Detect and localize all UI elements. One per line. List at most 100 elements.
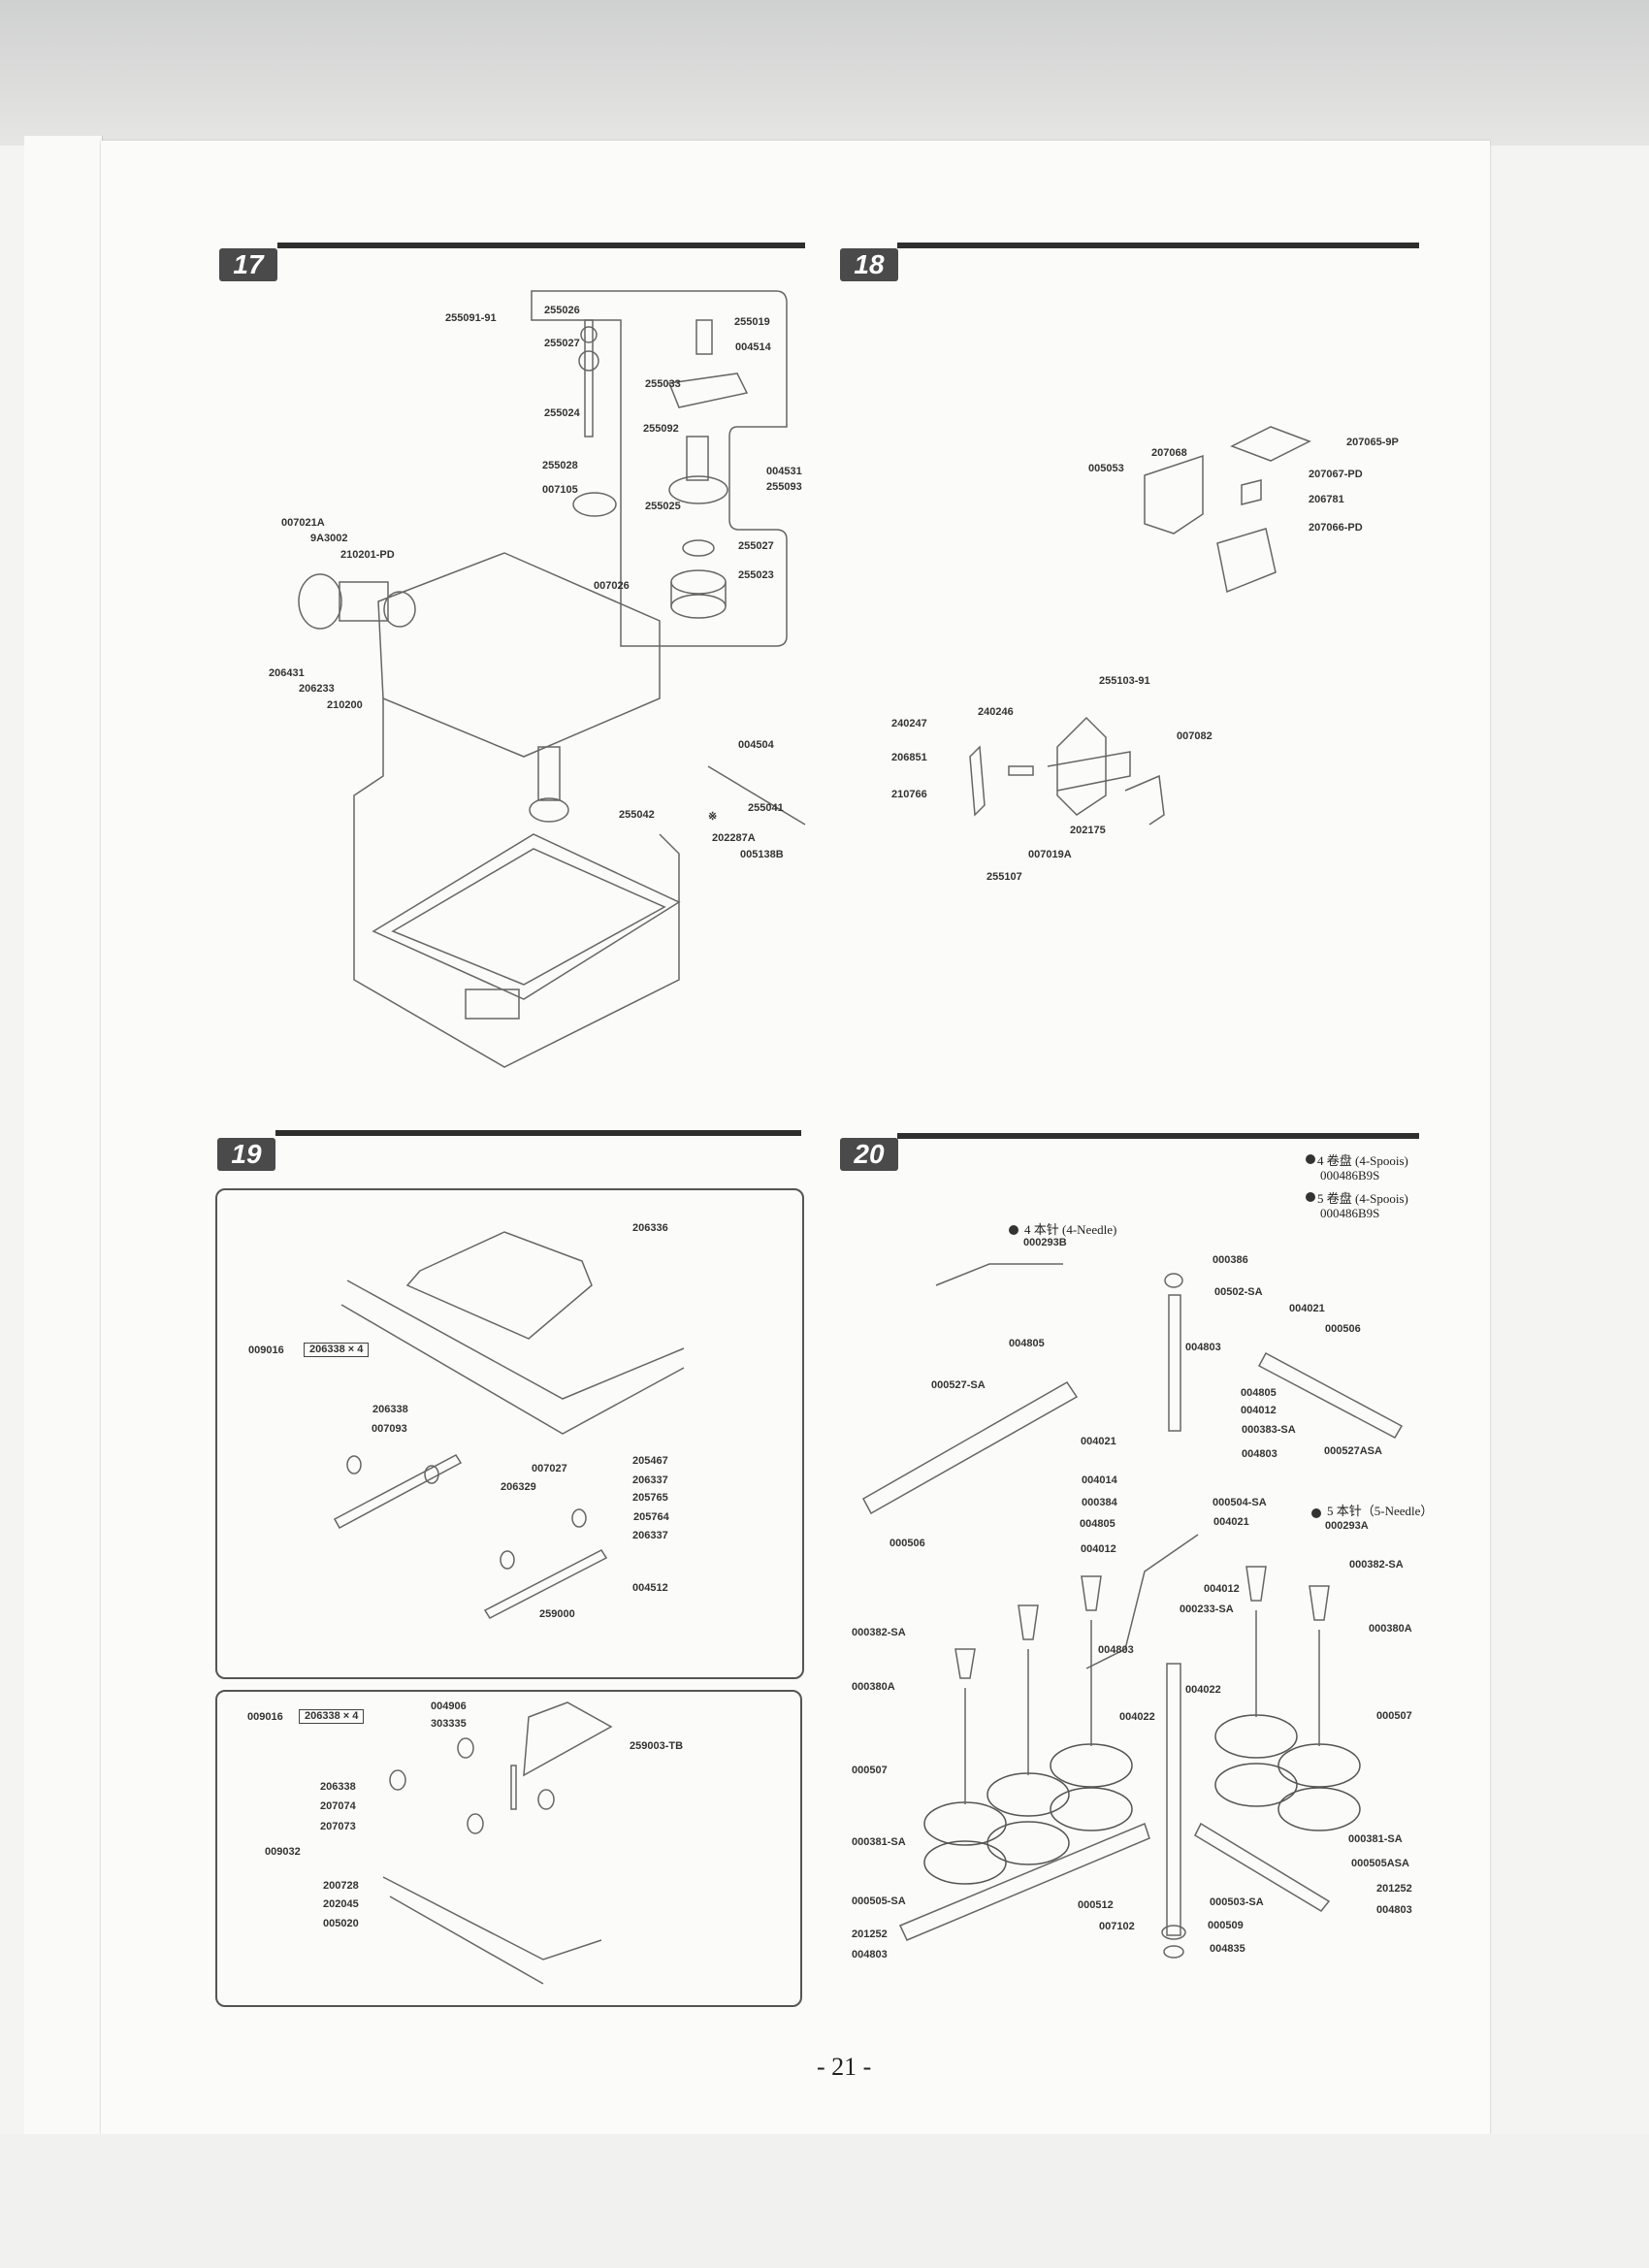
legend-4-spools: 4 卷盘 (4-Spoois) [1317,1153,1408,1168]
part-kit-box: 206338 × 4 [304,1343,370,1357]
part-label: 000386 [1212,1254,1248,1266]
part-label: 207073 [320,1821,356,1832]
part-label: 9A3002 [310,533,348,544]
section-19-panel-a [215,1188,804,1679]
part-label: 000505ASA [1351,1858,1409,1869]
part-label: 000527ASA [1324,1445,1382,1457]
part-label: 004012 [1204,1583,1240,1595]
part-label: 007105 [542,484,578,496]
part-label: 000233-SA [1180,1604,1234,1615]
part-label: 004805 [1009,1338,1045,1349]
part-label: 007082 [1177,730,1212,742]
part-label: 207065-9P [1346,437,1399,448]
part-label: 007019A [1028,849,1072,860]
part-label: 005053 [1088,463,1124,474]
part-label: 000384 [1082,1497,1117,1508]
bullet-icon [1311,1508,1321,1518]
scan-top-band [0,0,1649,146]
part-label: 000527-SA [931,1379,986,1391]
part-label: 004512 [632,1582,668,1594]
needle-5-part: 000293A [1325,1520,1369,1532]
part-label: 206329 [501,1481,536,1493]
part-label: 206431 [269,667,305,679]
part-label: 240247 [891,718,927,729]
legend-4-spools-part: 000486B9S [1320,1168,1380,1183]
part-label: 004805 [1080,1518,1116,1530]
part-label: 000382-SA [1349,1559,1404,1571]
part-label: 210200 [327,699,363,711]
part-label: 206336 [632,1222,668,1234]
previous-page-edge [24,136,103,2134]
part-label: 255092 [643,423,679,435]
part-label: 000512 [1078,1899,1114,1911]
part-label: 009016 [248,1345,284,1356]
part-label: 255025 [645,501,681,512]
part-label: 206338 [372,1404,408,1415]
part-label: 004803 [852,1949,888,1960]
part-label: 000383-SA [1242,1424,1296,1436]
bullet-icon [1306,1154,1315,1164]
part-label: 200728 [323,1880,359,1892]
part-label: 004803 [1376,1904,1412,1916]
scan-bottom-band [0,2134,1649,2268]
diagram-18-cover-switch [969,426,1311,826]
part-label: 004514 [735,341,771,353]
section-18-badge: 18 [840,248,898,281]
part-label: 004021 [1289,1303,1325,1314]
part-label: 004803 [1242,1448,1277,1460]
part-label: 255028 [542,460,578,471]
part-label: 004504 [738,739,774,751]
part-label: 210766 [891,789,927,800]
page-number: - 21 - [817,2053,872,2081]
part-label: 000506 [889,1538,925,1549]
part-label: 004021 [1213,1516,1249,1528]
part-label: 207068 [1151,447,1187,459]
part-label: 004014 [1082,1474,1117,1486]
part-label: 004803 [1185,1342,1221,1353]
part-label: 004022 [1185,1684,1221,1696]
part-label: 255091-91 [445,312,497,324]
part-label: 255033 [645,378,681,390]
part-label: 255103-91 [1099,675,1150,687]
part-label: 255026 [544,305,580,316]
part-label: 009016 [247,1711,283,1723]
part-label: 000509 [1208,1920,1244,1931]
part-label: 000507 [852,1765,888,1776]
part-label: 205764 [633,1511,669,1523]
part-label: 000381-SA [1348,1833,1403,1845]
part-label: 206851 [891,752,927,763]
part-label: 009032 [265,1846,301,1858]
section-18-rule [897,243,1419,248]
part-label: 255041 [748,802,784,814]
part-label: 004906 [431,1701,467,1712]
part-label: 000503-SA [1210,1896,1264,1908]
section-19-panel-b [215,1690,802,2007]
part-label: 004021 [1081,1436,1116,1447]
part-label: 207066-PD [1309,522,1363,534]
part-label: 000382-SA [852,1627,906,1638]
part-label: 206337 [632,1474,668,1486]
part-label: 000381-SA [852,1836,906,1848]
part-label: 206781 [1309,494,1344,505]
section-19-badge: 19 [217,1138,275,1171]
part-label: 206233 [299,683,335,695]
part-label: 004022 [1119,1711,1155,1723]
part-label: 255019 [734,316,770,328]
part-label: 007102 [1099,1921,1135,1932]
part-label: 255024 [544,407,580,419]
part-label: 007026 [594,580,630,592]
part-label: 000506 [1325,1323,1361,1335]
part-label: 255042 [619,809,655,821]
diagram-17-oil-pump-assembly [298,290,806,1068]
part-label: 005020 [323,1918,359,1929]
part-label: 005138B [740,849,784,860]
part-label: 255093 [766,481,802,493]
section-17-badge: 17 [219,248,277,281]
part-label: 000507 [1376,1710,1412,1722]
part-label: 202175 [1070,825,1106,836]
section-17-rule [277,243,805,248]
part-label: 004012 [1081,1543,1116,1555]
part-label: 007027 [532,1463,567,1474]
section-19-rule [275,1130,801,1136]
part-label: 240246 [978,706,1014,718]
